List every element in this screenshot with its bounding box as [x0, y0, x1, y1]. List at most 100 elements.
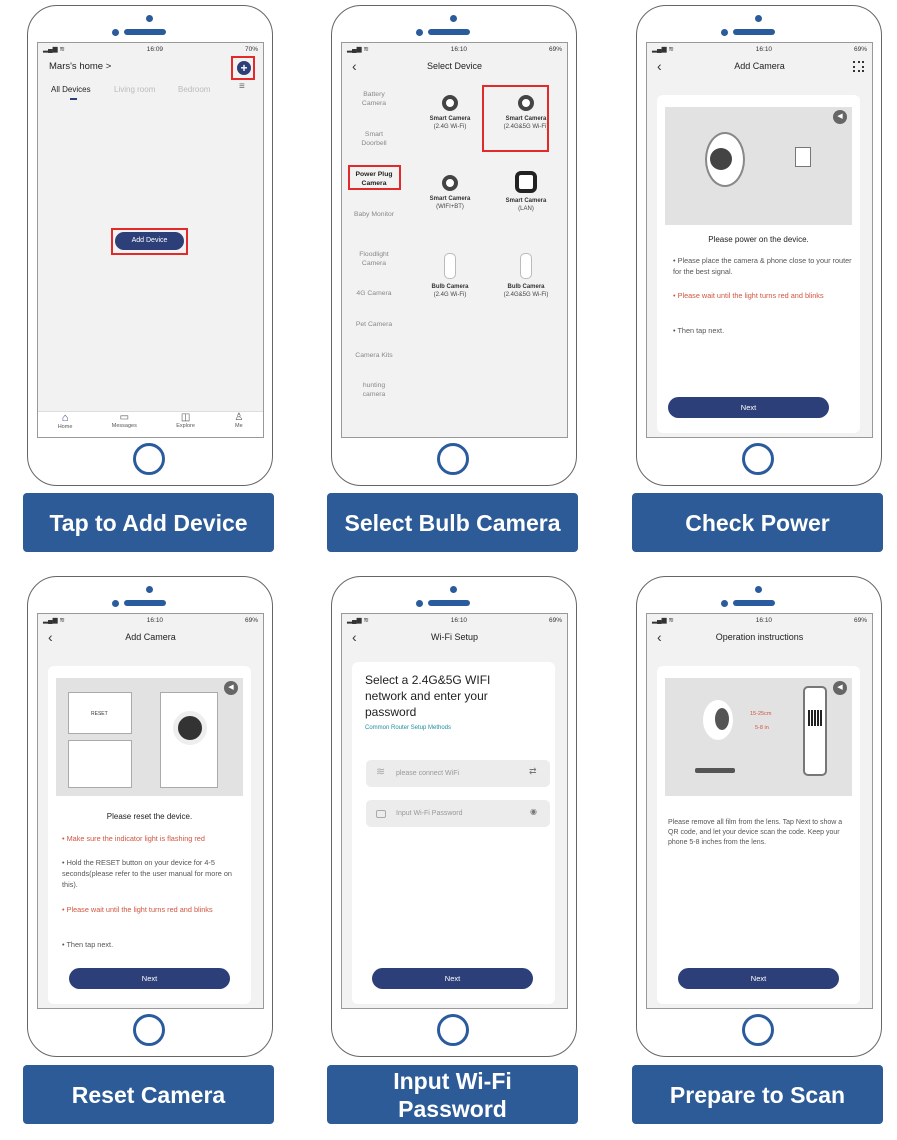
reset-press	[68, 740, 132, 788]
reset-illustration: RESET ◀	[56, 678, 243, 796]
device-name: Bulb Camera	[507, 284, 545, 290]
wifi-card: Select a 2.4G&5G WIFI network and enter …	[352, 662, 555, 1004]
signal-icon: ▂▄▆ ≋	[652, 46, 674, 53]
password-input[interactable]: Input Wi-Fi Password	[366, 800, 550, 827]
warning-line: • Please wait until the light turns red …	[62, 905, 213, 914]
instruction-card: 15-25cm 5-8 in ◀ Please remove all film …	[657, 666, 860, 1004]
warning-line: • Make sure the indicator light is flash…	[62, 834, 205, 843]
category-item[interactable]: Camera Kits	[355, 352, 393, 359]
clock: 16:10	[146, 616, 164, 624]
sensor	[112, 600, 119, 607]
menu-icon[interactable]: ≡	[239, 81, 245, 92]
camera-illustration	[160, 692, 218, 788]
tab-all-devices[interactable]: All Devices	[51, 85, 91, 94]
device-item[interactable]: Bulb Camera(2.4G Wi-Fi)	[410, 253, 490, 299]
switch-network-icon[interactable]: ⇄	[529, 766, 537, 776]
router-setup-link[interactable]: Common Router Setup Methods	[365, 725, 452, 731]
sound-icon[interactable]: ◀	[833, 110, 847, 124]
sensor	[721, 600, 728, 607]
clock: 16:10	[450, 45, 468, 53]
device-item[interactable]: Smart Camera(LAN)	[486, 171, 566, 213]
category-item-selected[interactable]: Power Plug Camera	[355, 171, 393, 187]
wifi-input[interactable]: please connect WiFi	[366, 760, 550, 787]
sound-icon[interactable]: ◀	[833, 681, 847, 695]
back-icon[interactable]: ‹	[352, 58, 357, 74]
sensor	[416, 600, 423, 607]
battery: 69%	[548, 45, 562, 53]
tab-underline	[70, 98, 77, 100]
tab-bedroom[interactable]: Bedroom	[178, 85, 211, 94]
heading: Please power on the device.	[708, 235, 809, 244]
device-sub: (2.4G&5G Wi-Fi)	[503, 292, 549, 298]
device-item[interactable]: Bulb Camera (2.4G&5G Wi-Fi)	[486, 253, 566, 299]
speaker	[124, 600, 166, 606]
home-icon: ⌂	[61, 412, 69, 424]
signal-icon: ▂▄▆ ≋	[347, 617, 369, 624]
wifi-icon: ≋	[376, 766, 386, 778]
next-button[interactable]: Next	[668, 397, 829, 418]
next-button[interactable]: Next	[678, 968, 839, 989]
qr-scan-icon[interactable]	[853, 61, 864, 72]
back-icon[interactable]: ‹	[657, 629, 662, 645]
nav-explore[interactable]: ◫Explore	[176, 412, 195, 437]
category-item[interactable]: Battery Camera	[361, 91, 387, 107]
home-title[interactable]: Mars's home >	[49, 61, 112, 72]
category-item[interactable]: 4G Camera	[356, 290, 392, 297]
next-button[interactable]: Next	[372, 968, 533, 989]
back-icon[interactable]: ‹	[352, 629, 357, 645]
speaker	[428, 600, 470, 606]
nav-label: Explore	[176, 423, 195, 429]
device-sub: (WIFI+BT)	[436, 204, 464, 210]
sound-icon[interactable]: ◀	[224, 681, 238, 695]
add-button[interactable]: +	[237, 61, 251, 75]
status-bar: ▂▄▆ ≋ 16:10 69%	[342, 43, 567, 55]
nav-home[interactable]: ⌂Home	[58, 412, 73, 437]
speaker	[428, 29, 470, 35]
category-item[interactable]: Baby Monitor	[353, 211, 395, 218]
back-icon[interactable]: ‹	[657, 58, 662, 74]
instruction-card: ◀ Please power on the device. • Please p…	[657, 95, 860, 433]
show-password-icon[interactable]: ◉	[530, 807, 537, 816]
nav-me[interactable]: ♙Me	[234, 412, 243, 437]
device-sub: (2.4G Wi-Fi)	[433, 292, 467, 298]
page-title: Select Device	[426, 61, 483, 71]
category-item[interactable]: Floodlight Camera	[359, 251, 389, 267]
battery: 69%	[853, 45, 867, 53]
nav-messages[interactable]: ▭Messages	[112, 412, 137, 437]
battery: 69%	[548, 616, 562, 624]
step-label: Reset Camera	[23, 1065, 274, 1124]
instruction-line: • Hold the RESET button on your device f…	[62, 858, 232, 889]
tab-living-room[interactable]: Living room	[114, 85, 156, 94]
phone-step-2: ▂▄▆ ≋ 16:10 69% ‹ Select Device Battery Ca…	[331, 5, 577, 486]
device-name: Smart Camera	[429, 196, 471, 202]
category-item[interactable]: Smart Doorbell	[361, 131, 387, 147]
back-icon[interactable]: ‹	[48, 629, 53, 645]
nav-label: Me	[234, 423, 243, 429]
category-item[interactable]: Pet Camera	[355, 321, 393, 328]
device-item[interactable]: Smart Camera(2.4G&5G Wi-Fi)	[486, 95, 566, 131]
device-item[interactable]: Smart Camera(2.4G Wi-Fi)	[410, 95, 490, 131]
front-camera	[450, 586, 457, 593]
speaker	[733, 600, 775, 606]
step-label: Select Bulb Camera	[327, 493, 578, 552]
page-title: Wi-Fi Setup	[430, 632, 478, 642]
instruction-line: • Then tap next.	[62, 940, 114, 949]
next-button[interactable]: Next	[69, 968, 230, 989]
front-camera	[755, 15, 762, 22]
category-item[interactable]: hunting camera	[362, 382, 386, 398]
camera-icon	[515, 171, 537, 193]
device-item[interactable]: Smart Camera (WIFI+BT)	[410, 175, 490, 211]
battery: 69%	[853, 616, 867, 624]
highlight-box	[231, 56, 255, 80]
add-device-button[interactable]: Add Device	[115, 232, 184, 250]
highlight-box	[348, 165, 401, 190]
step-label: Check Power	[632, 493, 883, 552]
signal-icon: ▂▄▆ ≋	[347, 46, 369, 53]
